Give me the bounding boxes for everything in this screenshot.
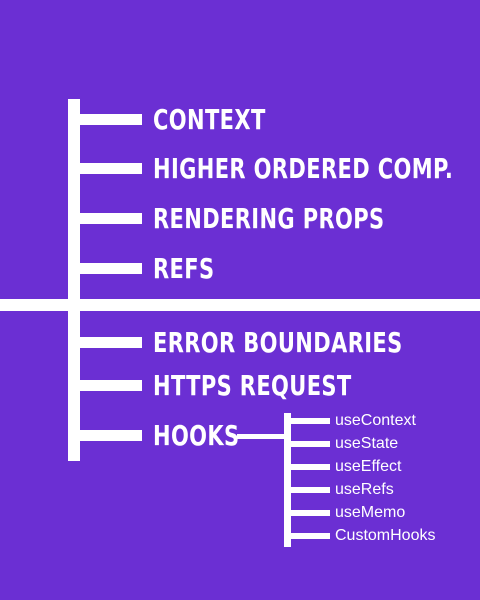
branch-connector bbox=[80, 163, 142, 174]
hook-label-usestate: useState bbox=[335, 435, 399, 452]
branch-label-context: CONTEXT bbox=[153, 103, 266, 136]
hook-branch-connector bbox=[291, 487, 330, 493]
hook-label-userefs: useRefs bbox=[335, 481, 394, 498]
hook-label-customhooks: CustomHooks bbox=[335, 527, 436, 544]
hook-branch-connector bbox=[291, 464, 330, 470]
hook-label-usecontext: useContext bbox=[335, 412, 416, 429]
hook-label-useeffect: useEffect bbox=[335, 458, 402, 475]
branch-connector bbox=[80, 114, 142, 125]
branch-connector bbox=[80, 213, 142, 224]
branch-label-refs: REFS bbox=[153, 252, 215, 285]
branch-label-rendering-props: RENDERING PROPS bbox=[153, 202, 385, 235]
separator-line bbox=[0, 299, 480, 311]
branch-label-hooks: HOOKS bbox=[153, 419, 240, 452]
branch-label-higher-ordered-comp: HIGHER ORDERED COMP. bbox=[153, 152, 454, 185]
hook-branch-connector bbox=[291, 418, 330, 424]
hook-branch-connector bbox=[291, 441, 330, 447]
hook-label-usememo: useMemo bbox=[335, 504, 406, 521]
branch-connector bbox=[80, 337, 142, 348]
branch-label-error-boundaries: ERROR BOUNDARIES bbox=[153, 326, 403, 359]
hook-branch-connector bbox=[291, 510, 330, 516]
hook-branch-connector bbox=[291, 533, 330, 539]
hooks-trunk-line bbox=[284, 413, 291, 547]
branch-connector bbox=[80, 430, 142, 441]
branch-label-https-request: HTTPS REQUEST bbox=[153, 369, 352, 402]
branch-connector bbox=[80, 380, 142, 391]
hooks-connector-line bbox=[237, 434, 287, 439]
main-trunk-line bbox=[68, 99, 80, 461]
branch-connector bbox=[80, 263, 142, 274]
